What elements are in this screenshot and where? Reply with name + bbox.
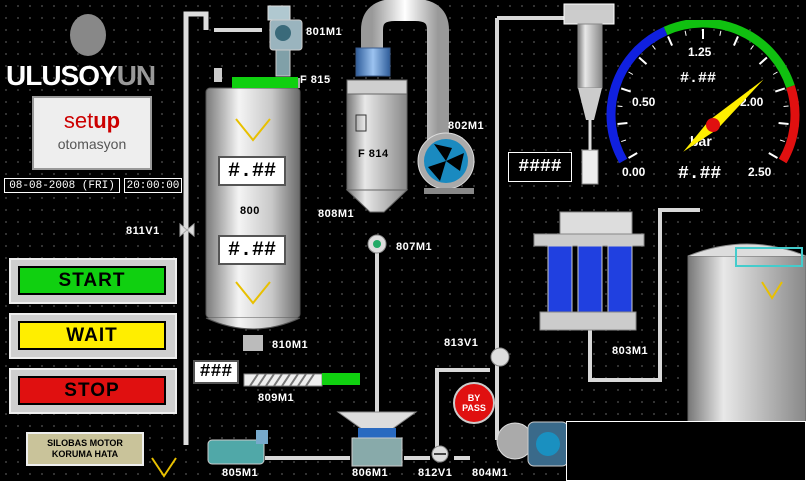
- mixer-806: [336, 411, 418, 467]
- flow-label-f815: F 815: [300, 74, 331, 86]
- gauge-tick: [652, 45, 656, 50]
- drain-level-icon: [151, 457, 177, 478]
- label-811v1: 811V1: [126, 225, 160, 237]
- label-809m1: 809M1: [258, 392, 295, 404]
- gauge-tick: [628, 71, 634, 75]
- pump-805: [207, 430, 268, 465]
- valve-813: [490, 347, 510, 367]
- silo-level-icon: [761, 281, 783, 300]
- wait-button[interactable]: WAIT: [9, 313, 177, 359]
- gauge-ticks: [617, 29, 789, 159]
- label-805m1: 805M1: [222, 467, 259, 479]
- gauge-tick: [620, 87, 632, 93]
- setup-logo: setup otomasyon: [32, 96, 152, 170]
- gauge-arc-normal: [663, 20, 795, 88]
- start-button[interactable]: START: [9, 258, 177, 304]
- date-display: 08-08-2008 (FRI): [4, 178, 120, 193]
- label-807m1: 807M1: [396, 241, 433, 253]
- gauge-tick: [617, 105, 623, 108]
- brand-title: ULUSOYUN: [6, 60, 156, 92]
- setup-logo-a: set: [63, 108, 94, 133]
- gauge-hub: [706, 118, 720, 132]
- fault-indicator-label: SILOBAS MOTOR KORUMA HATA: [47, 438, 123, 459]
- gauge-tick: [758, 56, 768, 65]
- gauge-tick: [684, 30, 687, 36]
- fault-indicator[interactable]: SILOBAS MOTOR KORUMA HATA: [26, 432, 144, 466]
- gauge-needle: [683, 79, 764, 152]
- flow-indicator-f815: [232, 77, 298, 88]
- pump-804: [496, 421, 569, 467]
- gauge-tick-label-0: 0.00: [622, 165, 646, 179]
- label-810m1: 810M1: [272, 339, 309, 351]
- brand-name-b: UN: [116, 60, 156, 91]
- bypass-label-a: BY: [467, 393, 481, 403]
- gauge-tick: [779, 139, 785, 143]
- bypass-label-b: PASS: [462, 403, 486, 413]
- vessel-f814-label: F 814: [358, 148, 389, 160]
- gauge-arc-high: [778, 85, 800, 164]
- tank-value-bottom: #.##: [218, 235, 286, 265]
- bypass-button[interactable]: BY PASS: [453, 382, 495, 424]
- info-panel: [566, 421, 806, 481]
- gauge-tick: [667, 36, 674, 46]
- gauge-value-bottom: #.##: [678, 164, 721, 184]
- label-808m1: 808M1: [318, 208, 355, 220]
- gauge-tick: [783, 105, 789, 108]
- gauge-tick-label-3: 2.00: [740, 95, 764, 109]
- gauge-tick-label-2: 1.25: [688, 45, 712, 59]
- gauge-tick: [621, 139, 627, 143]
- gauge-tick: [750, 45, 754, 50]
- pressure-gauge: 0.00 0.50 1.25 2.00 2.50 #.## bar #.##: [606, 20, 800, 184]
- counter-display: ####: [508, 152, 572, 182]
- label-801m1: 801M1: [306, 26, 343, 38]
- setup-logo-sub: otomasyon: [57, 136, 127, 152]
- gauge-tick: [772, 71, 778, 75]
- tank-value-top: #.##: [218, 156, 286, 186]
- gauge-arc-low: [606, 26, 668, 164]
- gauge-tick: [774, 87, 786, 93]
- brand-name-a: ULUSOY: [6, 60, 118, 91]
- label-813v1: 813V1: [444, 337, 479, 349]
- label-803m1: 803M1: [612, 345, 649, 357]
- label-802m1: 802M1: [448, 120, 485, 132]
- gauge-tick-label-1: 0.50: [632, 95, 656, 109]
- screw-run-indicator: [322, 373, 360, 385]
- filter-803-top: [563, 3, 615, 185]
- tank-800-level-top-icon: [235, 118, 271, 142]
- filter-bank-803: [533, 211, 645, 331]
- setup-logo-b: up: [93, 108, 121, 133]
- gauge-tick: [719, 30, 722, 36]
- gauge-tick: [617, 121, 628, 125]
- label-806m1: 806M1: [352, 467, 389, 479]
- screw-conveyor-809: [243, 373, 323, 387]
- stop-button[interactable]: STOP: [9, 368, 177, 414]
- gauge-tick: [768, 152, 778, 159]
- valve-811[interactable]: [179, 222, 195, 238]
- fan-802: [417, 132, 475, 194]
- company-logo-icon: [70, 14, 106, 56]
- filter-801: [267, 5, 303, 77]
- gauge-tick: [638, 56, 648, 65]
- stop-button-label: STOP: [18, 376, 166, 405]
- rotary-valve-807: [367, 234, 387, 254]
- gauge-tick: [628, 152, 638, 159]
- wait-button-label: WAIT: [18, 321, 166, 350]
- label-812v1: 812V1: [418, 467, 453, 479]
- gauge-tick-label-4: 2.50: [748, 165, 772, 179]
- valve-812: [431, 445, 449, 463]
- tank-800-level-bottom-icon: [235, 281, 271, 305]
- screw-value-field: ###: [193, 360, 239, 384]
- tank-id-label: 800: [240, 205, 260, 217]
- start-button-label: START: [18, 266, 166, 295]
- duct-802: [361, 0, 449, 140]
- label-804m1: 804M1: [472, 467, 509, 479]
- gauge-tick: [732, 36, 739, 46]
- vessel-f814: [345, 47, 409, 213]
- gauge-value-top: #.##: [680, 70, 716, 87]
- gauge-tick: [778, 121, 789, 125]
- time-display: 20:00:00: [124, 178, 182, 193]
